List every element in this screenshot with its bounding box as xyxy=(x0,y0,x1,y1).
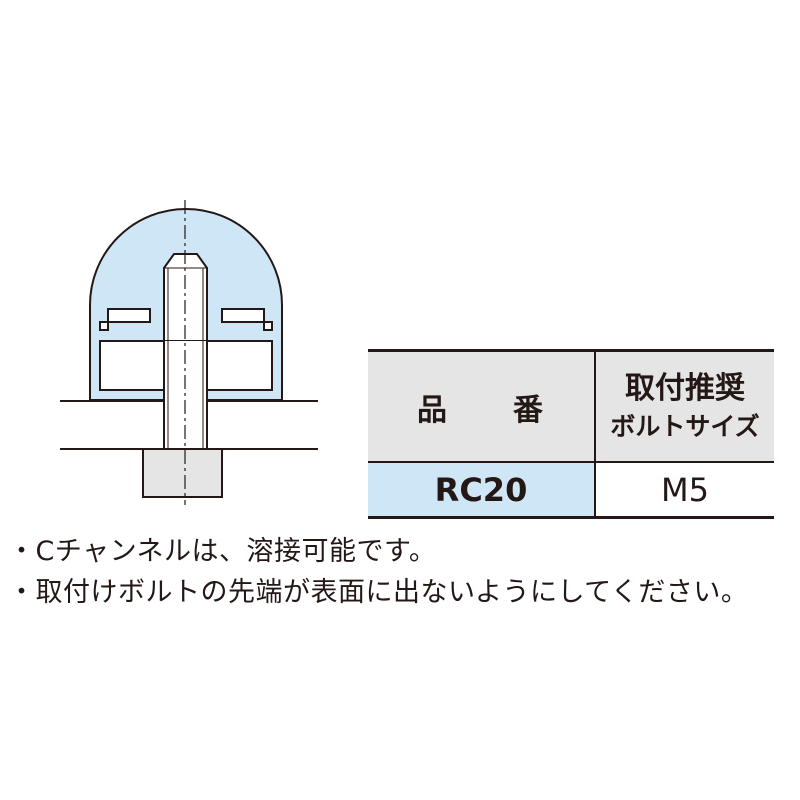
c-channel-cross-section-diagram xyxy=(60,200,318,505)
table-row: RC20 M5 xyxy=(368,461,774,519)
table-header-row: 品 番 取付推奨 ボルトサイズ xyxy=(368,349,774,463)
header-bolt-size: 取付推奨 ボルトサイズ xyxy=(594,349,774,463)
header-part-no: 品 番 xyxy=(368,349,596,463)
note-bolt-tip: ・取付けボルトの先端が表面に出ないようにしてください。 xyxy=(8,577,749,608)
header-part-no-label: 品 番 xyxy=(417,392,545,428)
header-bolt-line1: 取付推奨 xyxy=(625,370,745,406)
bolt-head xyxy=(142,448,223,498)
header-bolt-line2: ボルトサイズ xyxy=(610,411,760,441)
note-weldable: ・Cチャンネルは、溶接可能です。 xyxy=(8,536,437,567)
spec-table: 品 番 取付推奨 ボルトサイズ RC20 M5 xyxy=(368,349,774,519)
bolt-size-cell: M5 xyxy=(594,461,774,519)
part-no-cell: RC20 xyxy=(368,461,596,519)
